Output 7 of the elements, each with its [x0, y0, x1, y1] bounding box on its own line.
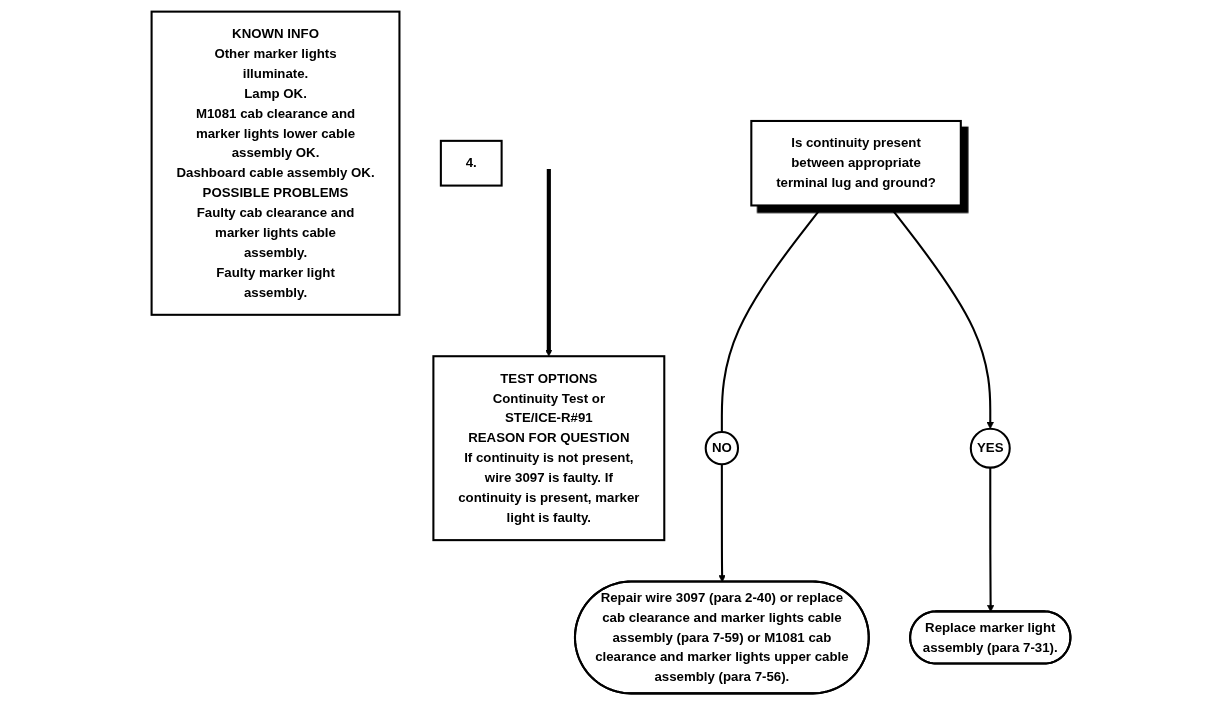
node-circle: NO: [704, 431, 739, 466]
node-box: 4.: [439, 139, 503, 187]
arrow: [544, 169, 552, 357]
node-box: Is continuity present between appropriate terminal lug and ground?: [749, 119, 962, 207]
node-box: TEST OPTIONS Continuity Test or STE/ICE-R#91 REASON FOR QUESTION If continuity is not present, wire 3097 is faulty. If continuity is present, marker light is faulty.: [431, 355, 665, 542]
node-circle: YES: [969, 427, 1011, 469]
node-box: KNOWN INFO Other marker lights illuminate. Lamp OK. M1081 cab clearance and marker lights lower cable assembly OK. Dashboard cable assembly OK. POSSIBLE PROBLEMS Faulty cab clearance and marker lights cable assembly. Faulty marker light assembly.: [150, 10, 400, 316]
